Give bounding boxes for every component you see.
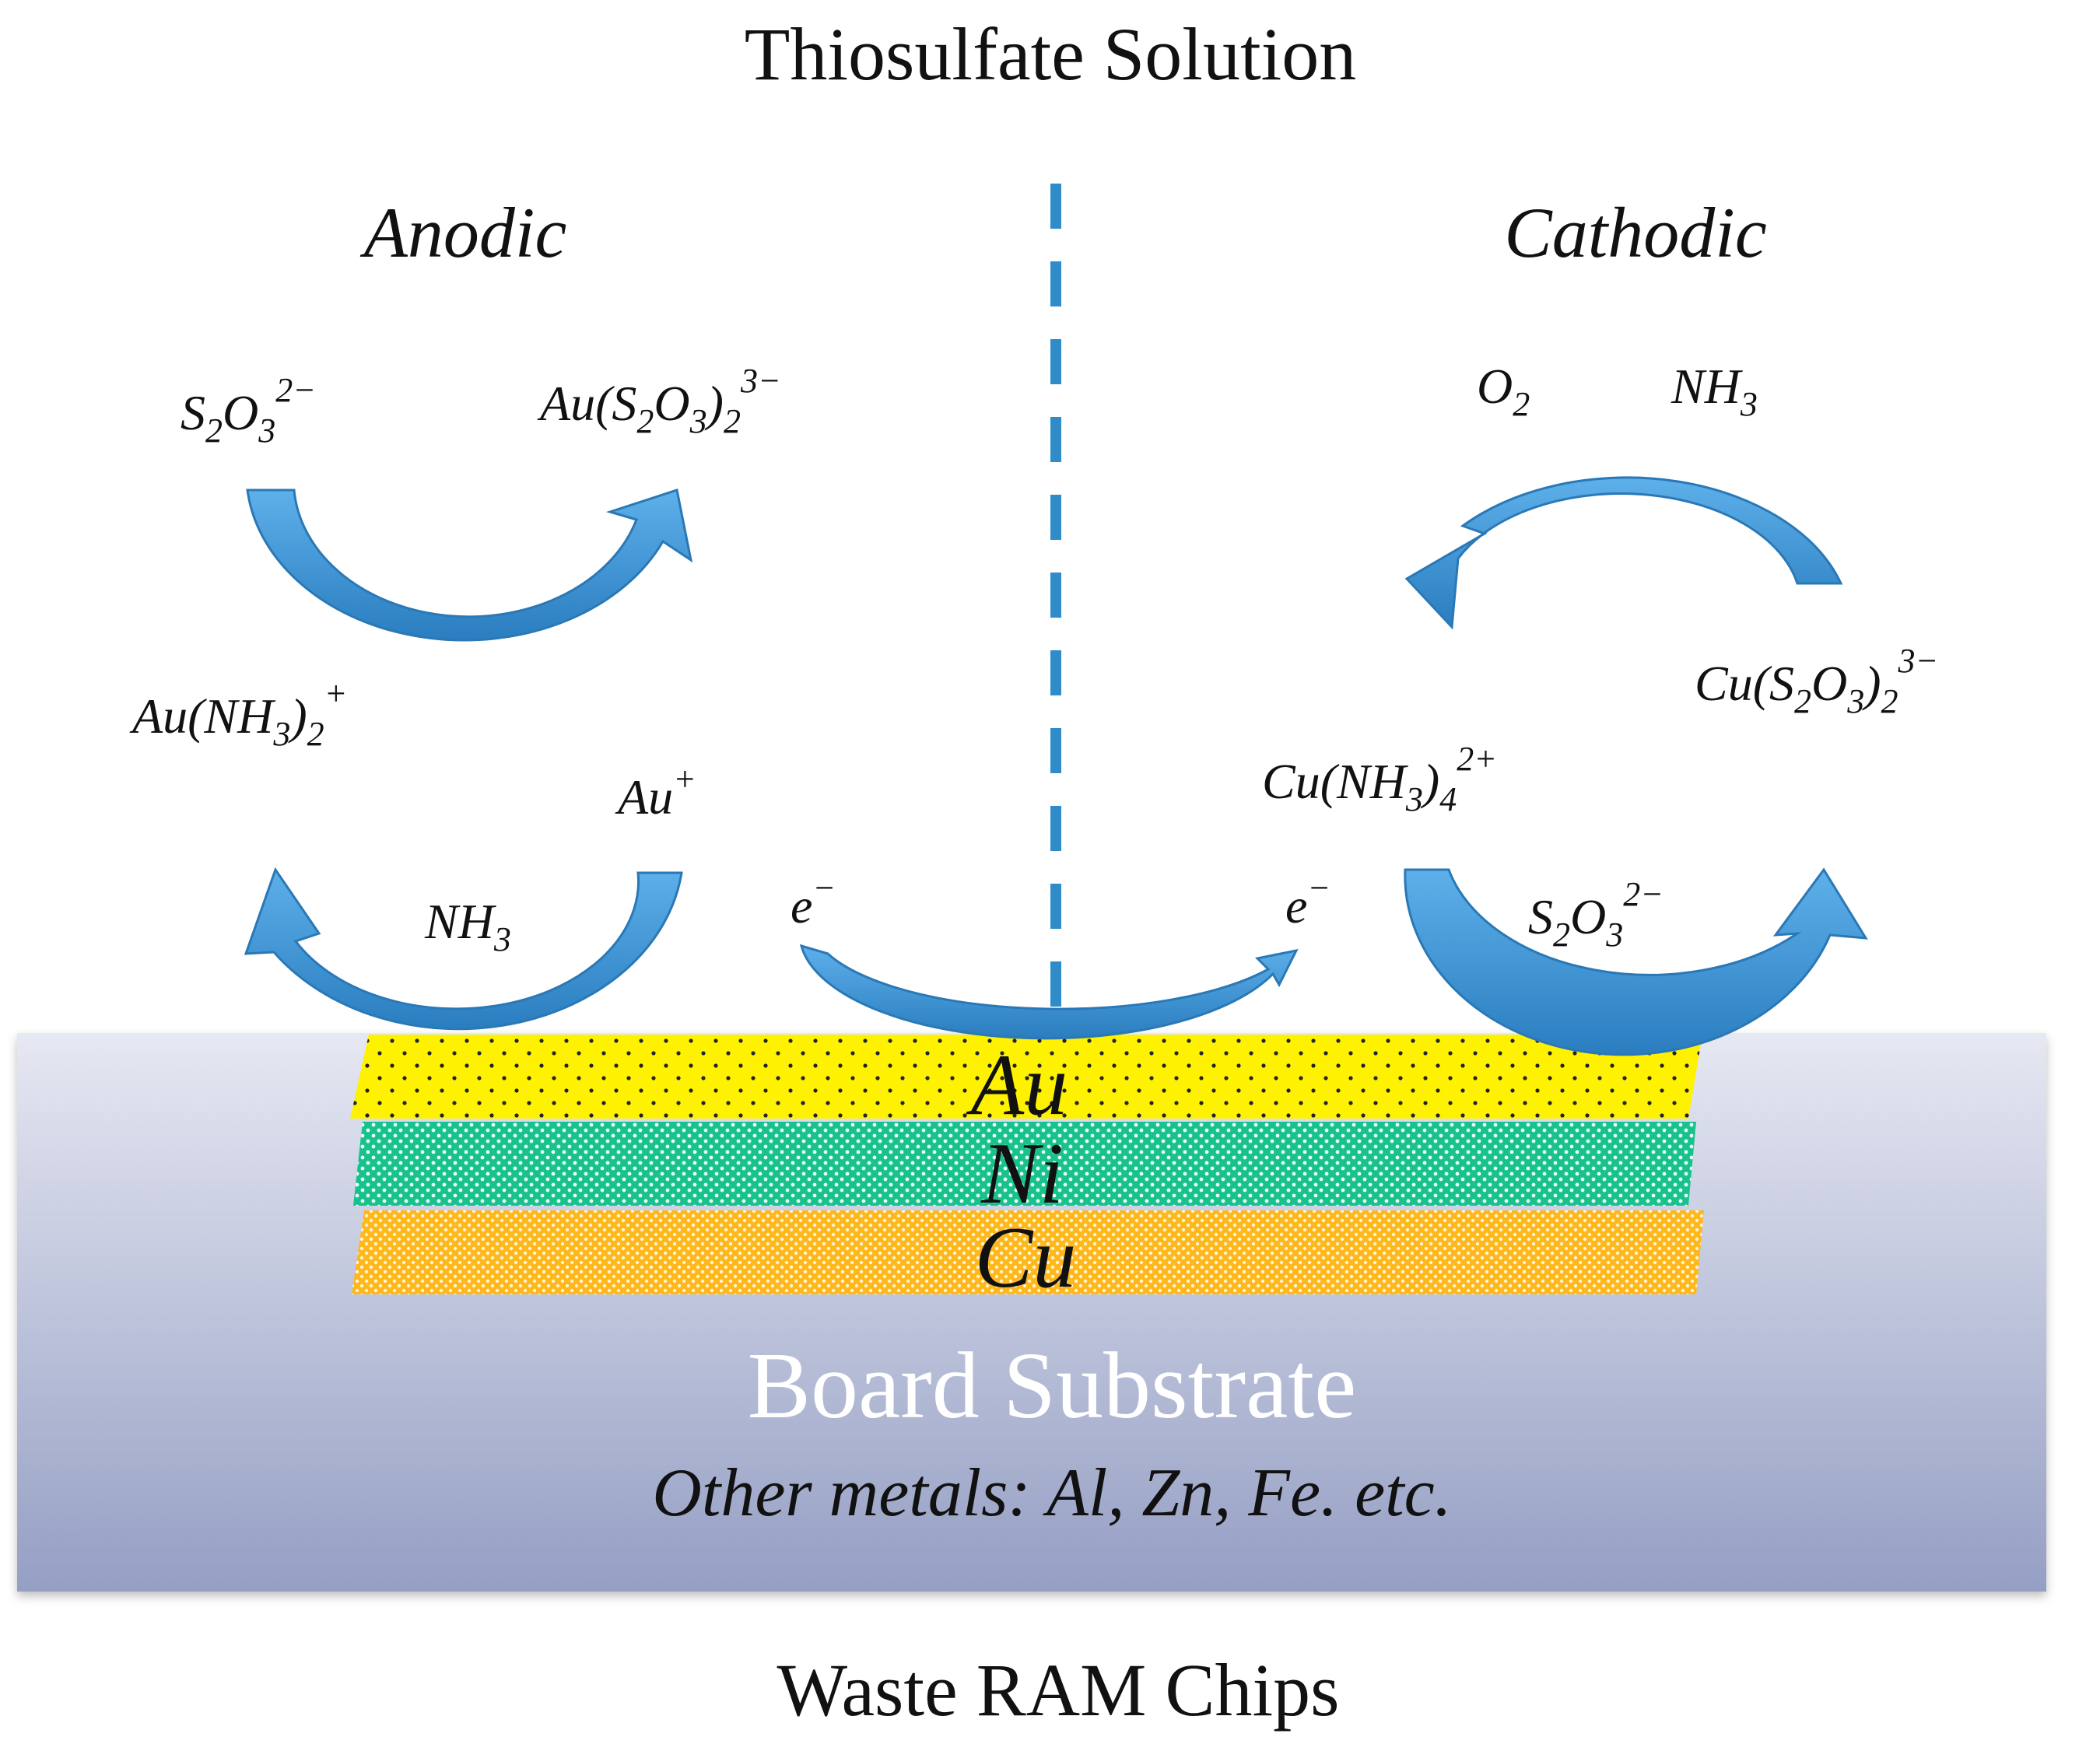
copper-ammine-label: Cu(NH3)42+ xyxy=(1262,740,1497,818)
electron-right-label: e− xyxy=(1285,869,1330,933)
cu-layer-label: Cu xyxy=(975,1210,1077,1306)
au-layer-label: Au xyxy=(966,1037,1068,1133)
diagram-title: Thiosulfate Solution xyxy=(745,12,1357,96)
anodic-ammonia-label: NH3 xyxy=(424,894,511,958)
substrate-title: Board Substrate xyxy=(748,1333,1357,1438)
anodic-label: Anodic xyxy=(359,193,567,272)
electron-left-label: e− xyxy=(791,869,836,933)
ni-layer-label: Ni xyxy=(980,1126,1064,1222)
cu-layer-texture xyxy=(352,1210,1704,1294)
cathodic-top-arrow xyxy=(1404,476,1843,630)
gold-ammine-label: Au(NH3)2+ xyxy=(129,674,347,753)
anodic-thiosulfate-label: S2O32− xyxy=(181,371,316,450)
footer-label: Waste RAM Chips xyxy=(777,1648,1340,1732)
cathodic-bottom-arrow xyxy=(1404,867,1868,1056)
au-layer-texture xyxy=(350,1035,1702,1119)
substrate-subtitle: Other metals: Al, Zn, Fe. etc. xyxy=(652,1455,1451,1531)
gold-ion-label: Au+ xyxy=(615,760,696,825)
gold-thiosulfate-label: Au(S2O3)23− xyxy=(537,362,781,440)
oxygen-label: O2 xyxy=(1477,359,1530,423)
cathodic-thiosulfate-label: S2O32− xyxy=(1528,875,1664,954)
cathodic-label: Cathodic xyxy=(1504,193,1766,272)
cathodic-ammonia-label: NH3 xyxy=(1671,359,1758,423)
electron-transfer-arrow xyxy=(799,944,1299,1040)
anodic-top-arrow xyxy=(246,489,693,642)
ni-layer-texture xyxy=(353,1122,1696,1206)
anodic-bottom-arrow xyxy=(244,867,683,1031)
copper-thiosulfate-label: Cu(S2O3)23− xyxy=(1695,642,1938,720)
